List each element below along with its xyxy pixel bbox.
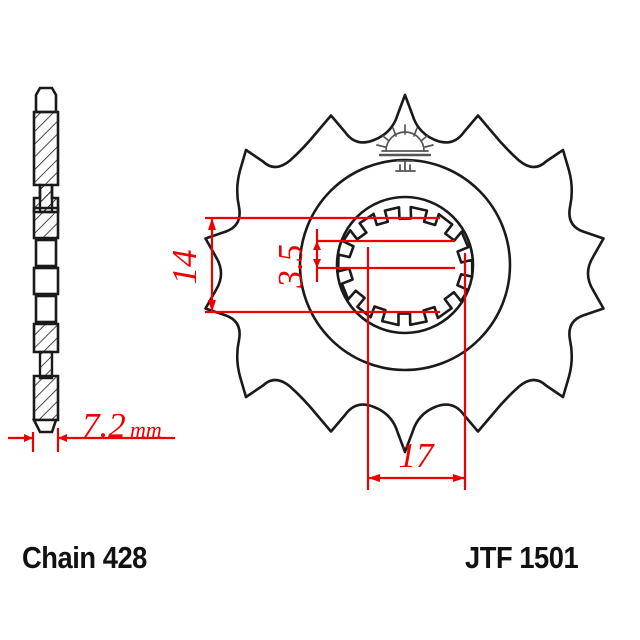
- side-tooth-tip-top: [34, 86, 58, 114]
- side-hub-box-1: [34, 238, 58, 268]
- dimension-text-spline-depth: 3.5: [271, 244, 310, 289]
- dimension-thickness: [8, 428, 175, 452]
- side-hub-box-3: [34, 294, 58, 324]
- sunrise-logo: [376, 124, 434, 172]
- part-number-label: JTF 1501: [465, 540, 579, 575]
- dimension-texts: 7.2 mm 14 3.5 17: [82, 244, 435, 475]
- web-outer-circle: [298, 158, 512, 372]
- splined-bore: [336, 205, 474, 327]
- arrow-right: [453, 474, 465, 482]
- dimension-hub-outer: [205, 216, 440, 314]
- dimension-text-bore-width: 17: [399, 436, 436, 475]
- chain-label: Chain 428: [22, 540, 147, 575]
- side-section-view: [31, 86, 60, 434]
- side-flange-upper: [32, 206, 60, 240]
- arrow-left: [24, 434, 33, 442]
- face-view: [204, 93, 605, 454]
- arrow-right: [58, 434, 67, 442]
- dimension-bore-width: [366, 247, 467, 490]
- dimension-spline-depth: [313, 229, 455, 282]
- side-flange-lower: [32, 322, 60, 354]
- side-hub-box-2: [32, 266, 60, 296]
- arrow-left: [368, 474, 380, 482]
- side-tooth-tip-bottom: [31, 418, 58, 434]
- dimension-unit-thickness: mm: [130, 417, 162, 442]
- arrow-bottom: [208, 300, 216, 312]
- dimension-text-thickness: 7.2: [82, 406, 126, 445]
- dimension-text-hub-outer: 14: [165, 250, 204, 285]
- arrow-bottom: [313, 259, 321, 268]
- sunrise-sub-glyph-icon: [395, 160, 416, 172]
- sprocket-teeth-outline: [204, 93, 605, 454]
- arrow-top: [313, 241, 321, 250]
- side-waist-lower: [38, 350, 54, 380]
- arrow-top: [208, 218, 216, 230]
- side-body-lower: [32, 374, 60, 422]
